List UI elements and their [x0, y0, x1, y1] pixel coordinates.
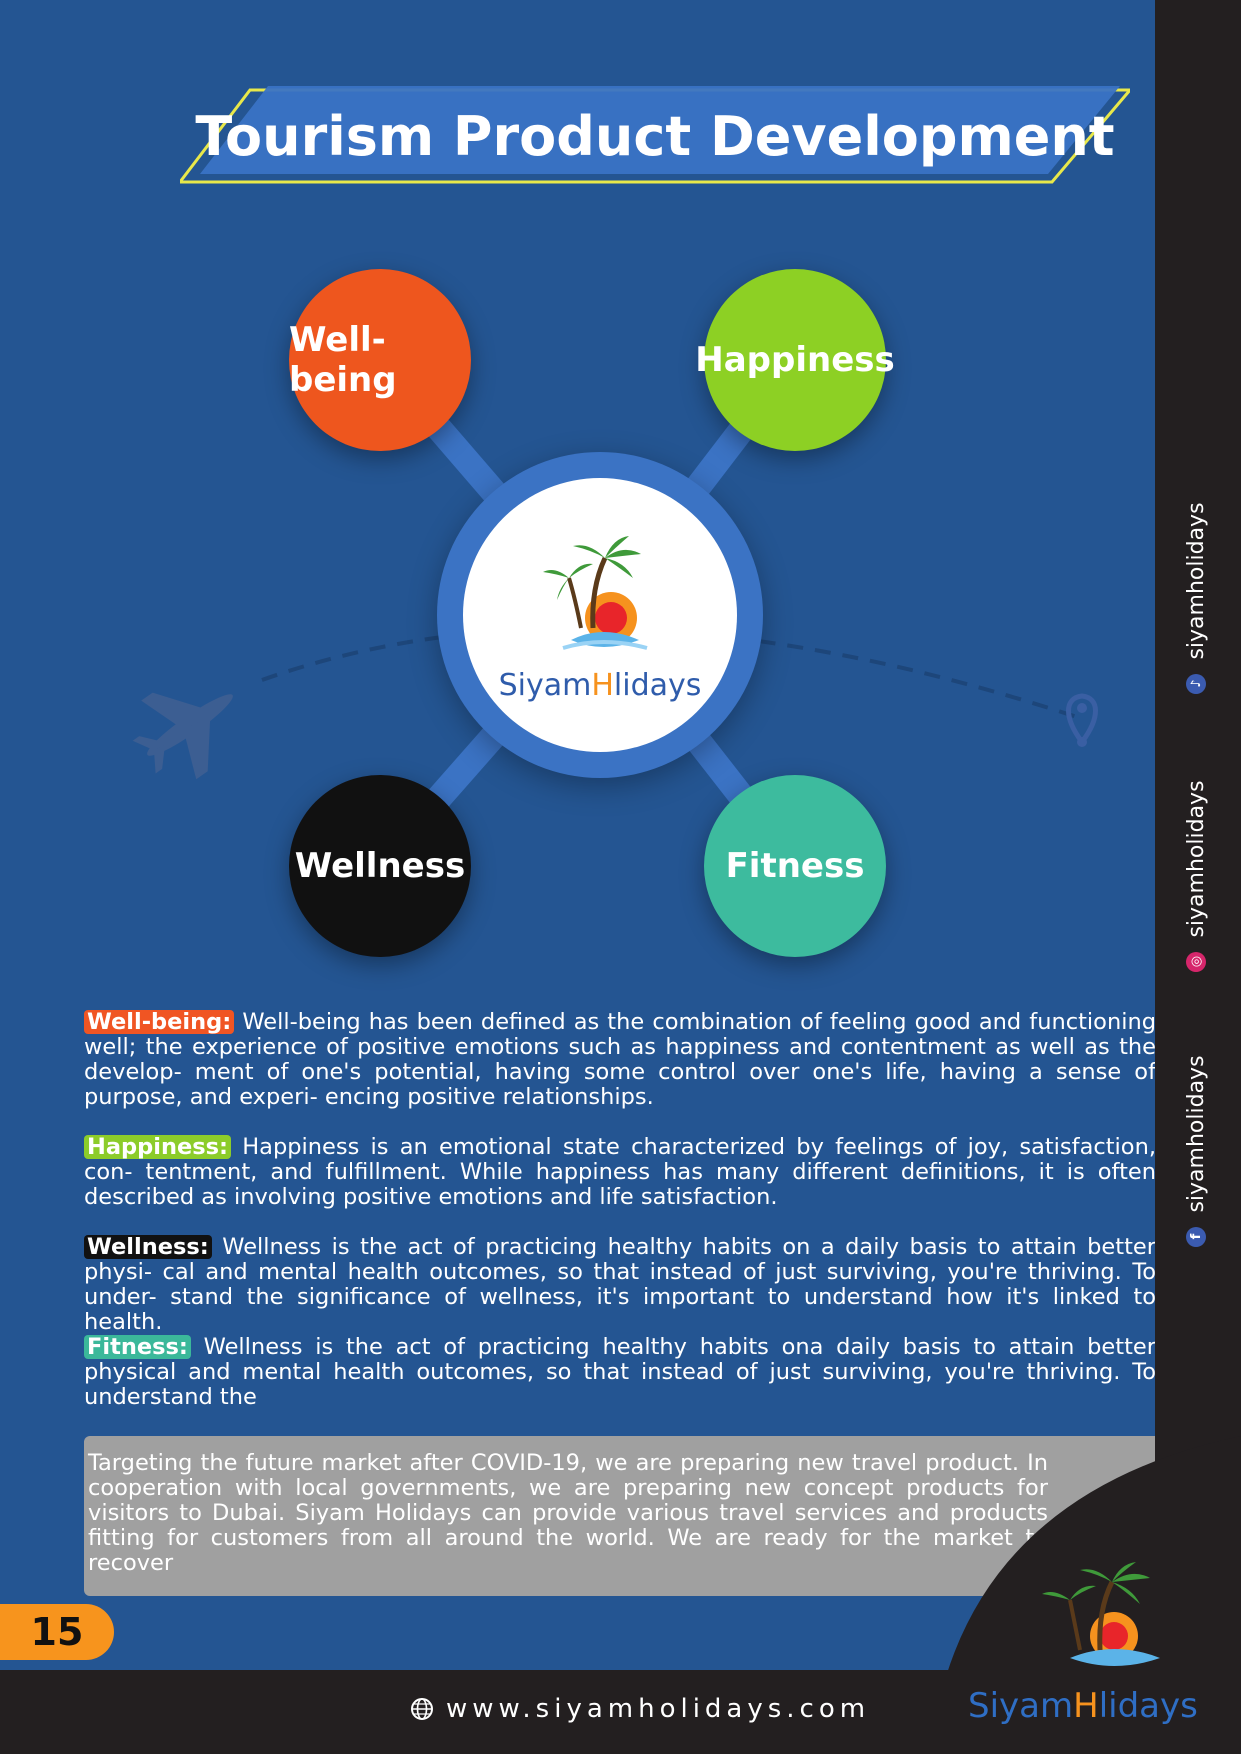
corner-logo-text: SiyamHlidays — [968, 1686, 1198, 1726]
section-happiness-text: Happiness is an emotional state characte… — [84, 1134, 1156, 1210]
page-title: Tourism Product Development — [195, 104, 1115, 168]
social-instagram[interactable]: ◎ siyamholidays — [1163, 780, 1229, 972]
bubble-wellness: Wellness — [289, 775, 471, 957]
corner-logo-siyam: Siyam — [968, 1686, 1074, 1726]
banner-shape — [180, 86, 1130, 184]
note-box — [84, 1436, 1164, 1596]
social-facebook[interactable]: f siyamholidays — [1163, 1055, 1229, 1247]
section-fitness-text: Wellness is the act of practicing health… — [84, 1334, 1156, 1410]
tiktok-icon: ♪ — [1186, 673, 1206, 694]
page-number: 15 — [0, 1604, 114, 1660]
footer-bar — [0, 1670, 1241, 1754]
facebook-icon: f — [1186, 1226, 1206, 1247]
tag-wellness: Wellness: — [84, 1235, 212, 1259]
palm-sun-logo-icon — [543, 536, 648, 650]
corner-logo-lidays: lidays — [1098, 1686, 1198, 1726]
tag-fitness: Fitness: — [84, 1335, 191, 1359]
logo-text-h: H — [591, 668, 614, 703]
social-tiktok-handle: siyamholidays — [1183, 502, 1209, 660]
center-hub: SiyamHlidays — [437, 452, 763, 778]
globe-icon — [411, 1698, 433, 1720]
section-wellbeing: Well-being: Well-being has been defined … — [84, 1010, 1156, 1110]
corner-logo-h: H — [1073, 1686, 1099, 1726]
website-url: www.siyamholidays.com — [446, 1694, 871, 1724]
logo-text-siyam: Siyam — [498, 668, 592, 703]
social-tiktok[interactable]: ♪ siyamholidays — [1163, 502, 1229, 694]
tag-wellbeing: Well-being: — [84, 1010, 235, 1034]
section-fitness: Fitness: Wellness is the act of practici… — [84, 1335, 1156, 1410]
location-pin-icon — [1066, 693, 1098, 747]
tag-happiness: Happiness: — [84, 1135, 231, 1159]
instagram-icon: ◎ — [1186, 951, 1206, 972]
logo-text-lidays: lidays — [613, 668, 702, 703]
note-text: Targeting the future market after COVID-… — [88, 1450, 1048, 1576]
bubble-happiness: Happiness — [695, 269, 895, 451]
section-wellness-text: Wellness is the act of practicing health… — [84, 1234, 1157, 1335]
social-facebook-handle: siyamholidays — [1183, 1055, 1209, 1213]
bubble-wellbeing: Well-being — [289, 269, 471, 451]
hub-logo-text: SiyamHlidays — [463, 668, 737, 703]
social-instagram-handle: siyamholidays — [1183, 780, 1209, 938]
section-happiness: Happiness: Happiness is an emotional sta… — [84, 1135, 1156, 1210]
bubble-fitness: Fitness — [704, 775, 886, 957]
hub-logo-area: SiyamHlidays — [463, 478, 737, 752]
title-banner: Tourism Product Development — [180, 86, 1130, 186]
section-wellbeing-text: Well-being has been defined as the combi… — [84, 1009, 1156, 1110]
website-link[interactable]: www.siyamholidays.com — [410, 1694, 870, 1724]
airplane-icon — [132, 692, 233, 780]
section-wellness: Wellness: Wellness is the act of practic… — [84, 1235, 1156, 1335]
corner-palm-logo-icon — [1042, 1562, 1160, 1666]
